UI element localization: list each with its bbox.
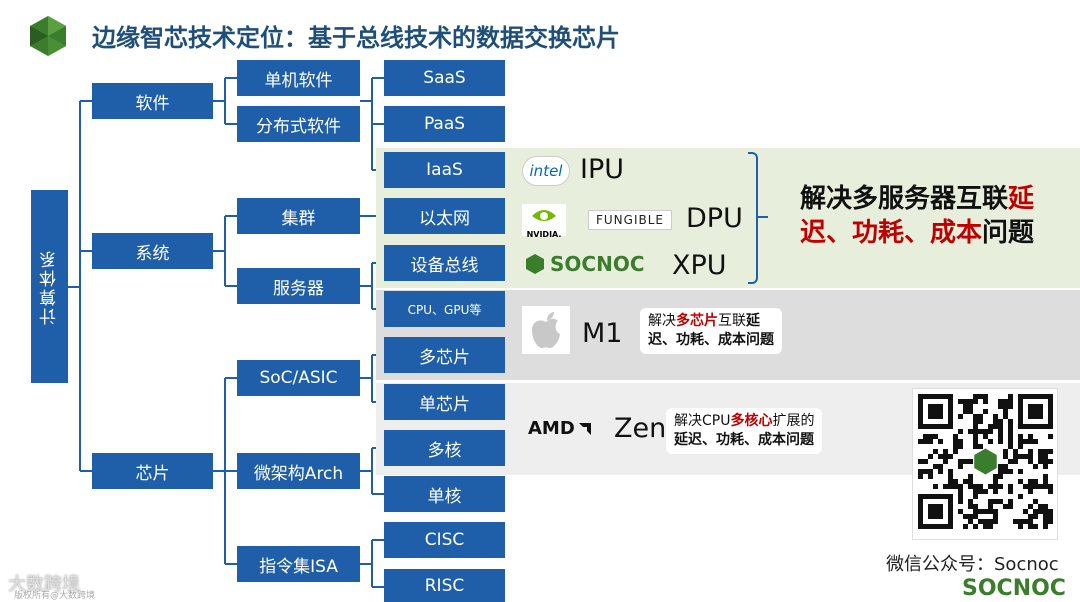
node-software: 软件: [92, 83, 213, 119]
brand-logo-icon: [30, 16, 66, 56]
product-zen: Zen: [614, 413, 667, 444]
node-single-core: 单核: [384, 476, 505, 512]
group-bracket-tick: [758, 216, 768, 218]
socnoc-hex-icon: [526, 254, 544, 274]
node-multi-core: 多核: [384, 430, 505, 466]
nvidia-eye-icon: [532, 210, 556, 221]
node-multi-chip: 多芯片: [384, 337, 505, 373]
watermark: 大数跨境: [8, 574, 80, 595]
root-label: 计算体系: [40, 248, 60, 325]
node-distributed-software: 分布式软件: [237, 106, 360, 142]
node-device-bus: 设备总线: [384, 245, 505, 281]
node-ethernet: 以太网: [384, 198, 505, 234]
node-cluster: 集群: [237, 198, 360, 234]
node-iaas: IaaS: [384, 152, 505, 188]
product-ipu: IPU: [580, 154, 625, 185]
m1-callout: 解决多芯片互联延 迟、功耗、成本问题: [640, 308, 782, 354]
qr-code[interactable]: [912, 388, 1058, 540]
node-isa: 指令集ISA: [237, 546, 360, 582]
intel-logo: intel: [522, 156, 570, 186]
socnoc-logo: SOCNOC: [524, 252, 645, 276]
node-system: 系统: [92, 233, 213, 269]
amd-arrow-icon: [578, 422, 591, 435]
nvidia-logo: NVIDIA.: [522, 204, 566, 239]
node-paas: PaaS: [384, 106, 505, 142]
node-chip: 芯片: [92, 453, 213, 489]
socnoc-brand-text: SOCNOC: [962, 576, 1066, 601]
product-dpu: DPU: [686, 203, 743, 234]
apple-logo: [522, 306, 570, 354]
amd-logo: AMD: [528, 418, 593, 439]
watermark-sub: 版权所有@大数跨境: [14, 591, 96, 601]
node-cisc: CISC: [384, 522, 505, 558]
fungible-logo: FUNGIBLE: [588, 210, 672, 230]
product-xpu: XPU: [672, 250, 727, 281]
apple-icon: [531, 312, 560, 349]
root-node: 计算体系: [31, 190, 68, 383]
node-server: 服务器: [237, 268, 360, 304]
node-single-chip: 单芯片: [384, 384, 505, 420]
node-micro-arch: 微架构Arch: [237, 453, 360, 489]
wechat-label: 微信公众号：Socnoc: [886, 554, 1059, 575]
group-bracket: [748, 152, 758, 284]
dpu-conclusion: 解决多服务器互联延 迟、功耗、成本问题: [800, 184, 1035, 248]
zen-callout: 解决CPU多核心扩展的 延迟、功耗、成本问题: [666, 408, 823, 454]
node-saas: SaaS: [384, 60, 505, 96]
page-title: 边缘智芯技术定位：基于总线技术的数据交换芯片: [92, 24, 620, 52]
node-soc-asic: SoC/ASIC: [237, 360, 360, 396]
qr-pattern: [918, 394, 1053, 529]
node-risc: RISC: [384, 569, 505, 602]
node-cpu-gpu: CPU、GPU等: [384, 291, 505, 327]
node-standalone-software: 单机软件: [237, 60, 360, 96]
product-m1: M1: [582, 318, 623, 349]
